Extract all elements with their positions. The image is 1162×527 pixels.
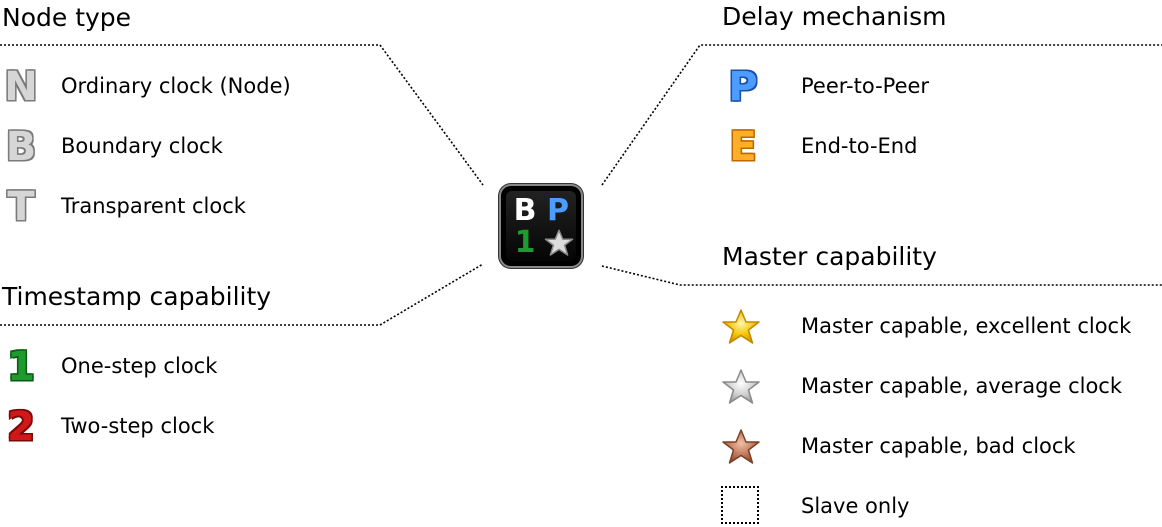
node-type-item-label: Boundary clock <box>61 134 223 158</box>
timestamp-connector <box>0 263 484 326</box>
node-n-icon: N <box>4 64 38 110</box>
delay-mechanism-heading: Delay mechanism <box>722 2 947 31</box>
master-capability-heading: Master capability <box>722 242 937 271</box>
peer-to-peer-icon: P <box>728 64 758 110</box>
node-type-connector <box>0 44 484 186</box>
node-type-item-label: Ordinary clock (Node) <box>61 74 291 98</box>
timestamp-capability-heading: Timestamp capability <box>2 282 272 311</box>
center-one-icon: 1 <box>514 225 536 260</box>
master-item-label: Master capable, bad clock <box>801 434 1076 458</box>
empty-box-icon <box>721 486 759 524</box>
node-b-icon: B <box>5 124 37 170</box>
master-item-label: Master capable, average clock <box>801 374 1123 398</box>
end-to-end-icon: E <box>729 124 757 170</box>
two-step-icon: 2 <box>7 404 35 450</box>
delay-item-label: Peer-to-Peer <box>801 74 930 98</box>
master-item-label: Slave only <box>801 494 910 518</box>
bronze-star-icon <box>722 429 760 464</box>
master-item-label: Master capable, excellent clock <box>801 314 1132 338</box>
center-b-icon: B <box>513 193 537 228</box>
node-t-icon: T <box>7 184 35 230</box>
silver-star-icon <box>722 369 760 404</box>
ptp-status-icon-face: B P 1 <box>506 191 576 261</box>
delay-item-label: End-to-End <box>801 134 918 158</box>
one-step-icon: 1 <box>7 344 35 390</box>
master-connector <box>601 265 1162 286</box>
timestamp-item-label: Two-step clock <box>61 414 215 438</box>
center-p-icon: P <box>547 193 569 228</box>
gold-star-icon <box>722 309 760 344</box>
ptp-status-icon: B P 1 <box>501 186 581 266</box>
center-silver-star-icon <box>544 229 574 256</box>
delay-connector <box>601 44 1162 186</box>
node-type-heading: Node type <box>2 3 132 32</box>
timestamp-item-label: One-step clock <box>61 354 218 378</box>
node-type-item-label: Transparent clock <box>61 194 246 218</box>
